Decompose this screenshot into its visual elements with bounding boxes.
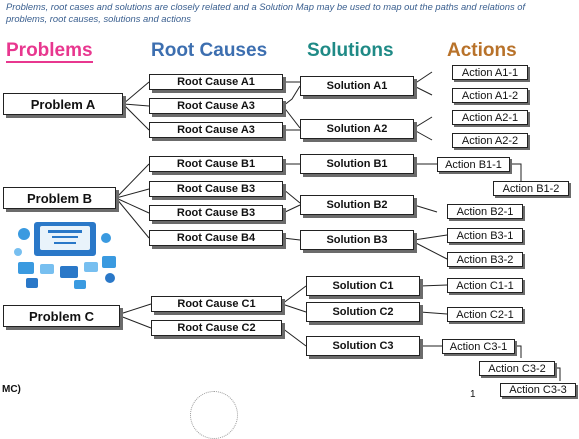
solution-box: Solution A1 [300, 76, 414, 96]
header-root-causes: Root Causes [151, 40, 268, 61]
root-cause-box: Root Cause A3 [149, 98, 283, 114]
action-box: Action A2-1 [452, 110, 528, 125]
problem-box: Problem B [3, 187, 116, 209]
action-box: Action B3-1 [447, 228, 523, 243]
action-box: Action B1-1 [437, 157, 510, 172]
root-cause-box: Root Cause A3 [149, 122, 283, 138]
action-box: Action C1-1 [447, 278, 523, 293]
root-cause-box: Root Cause B4 [149, 230, 283, 246]
action-box: Action C3-1 [442, 339, 515, 354]
action-box: Action B3-2 [447, 252, 523, 267]
technology-graphic [14, 216, 120, 292]
solution-box: Solution A2 [300, 119, 414, 139]
page-number: 1 [470, 389, 476, 400]
solution-box: Solution B3 [300, 230, 414, 250]
solution-box: Solution B2 [300, 195, 414, 215]
solution-box: Solution B1 [300, 154, 414, 174]
action-box: Action C2-1 [447, 307, 523, 322]
solution-box: Solution C2 [306, 302, 420, 322]
action-box: Action C3-2 [479, 361, 555, 376]
root-cause-box: Root Cause B3 [149, 181, 283, 197]
seal-graphic [190, 391, 238, 439]
action-box: Action B2-1 [447, 204, 523, 219]
intro-text: Problems, root cases and solutions are c… [6, 1, 526, 24]
problem-box: Problem A [3, 93, 123, 115]
solution-box: Solution C1 [306, 276, 420, 296]
root-cause-box: Root Cause B1 [149, 156, 283, 172]
root-cause-box: Root Cause C1 [151, 296, 282, 312]
header-solutions: Solutions [307, 40, 394, 61]
action-box: Action B1-2 [493, 181, 569, 196]
footer-label: MC) [2, 384, 21, 395]
header-actions: Actions [447, 40, 517, 61]
solution-box: Solution C3 [306, 336, 420, 356]
root-cause-box: Root Cause C2 [151, 320, 282, 336]
action-box: Action A1-1 [452, 65, 528, 80]
header-problems: Problems [6, 40, 93, 63]
problem-box: Problem C [3, 305, 120, 327]
action-box: Action C3-3 [500, 383, 576, 397]
connector-lines [115, 71, 561, 381]
action-box: Action A2-2 [452, 133, 528, 148]
root-cause-box: Root Cause B3 [149, 205, 283, 221]
root-cause-box: Root Cause A1 [149, 74, 283, 90]
action-box: Action A1-2 [452, 88, 528, 103]
